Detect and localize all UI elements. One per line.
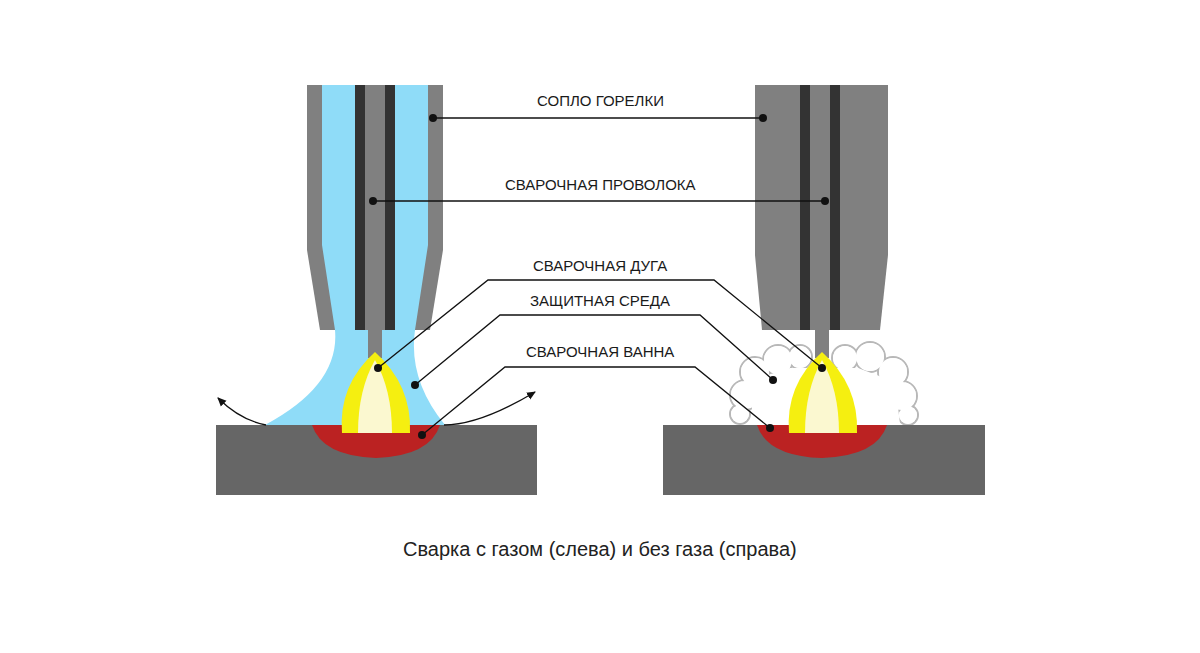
nozzle xyxy=(755,85,888,330)
arc xyxy=(342,352,410,433)
workpiece xyxy=(216,425,537,495)
part-label: СВАРОЧНАЯ ВАННА xyxy=(526,343,674,361)
wire xyxy=(810,85,830,330)
gas-torch xyxy=(216,85,537,495)
part-label: СВАРОЧНАЯ ПРОВОЛОКА xyxy=(505,176,696,194)
gasless-torch xyxy=(663,85,985,495)
part-label: СВАРОЧНАЯ ДУГА xyxy=(533,257,667,275)
contact-tube xyxy=(355,85,395,330)
part-label: СОПЛО ГОРЕЛКИ xyxy=(537,92,664,110)
gas-flow-arrow xyxy=(218,398,266,425)
part-label: ЗАЩИТНАЯ СРЕДА xyxy=(530,292,670,310)
leader-dots xyxy=(369,114,829,439)
gas-flow-arrow xyxy=(444,392,535,425)
shielding-gas xyxy=(265,85,445,425)
wire xyxy=(365,85,385,330)
contact-tube xyxy=(800,85,840,330)
leader-lines xyxy=(373,118,825,435)
caption: Сварка с газом (слева) и без газа (справ… xyxy=(403,537,797,561)
arc xyxy=(789,352,857,433)
workpiece xyxy=(663,425,985,495)
